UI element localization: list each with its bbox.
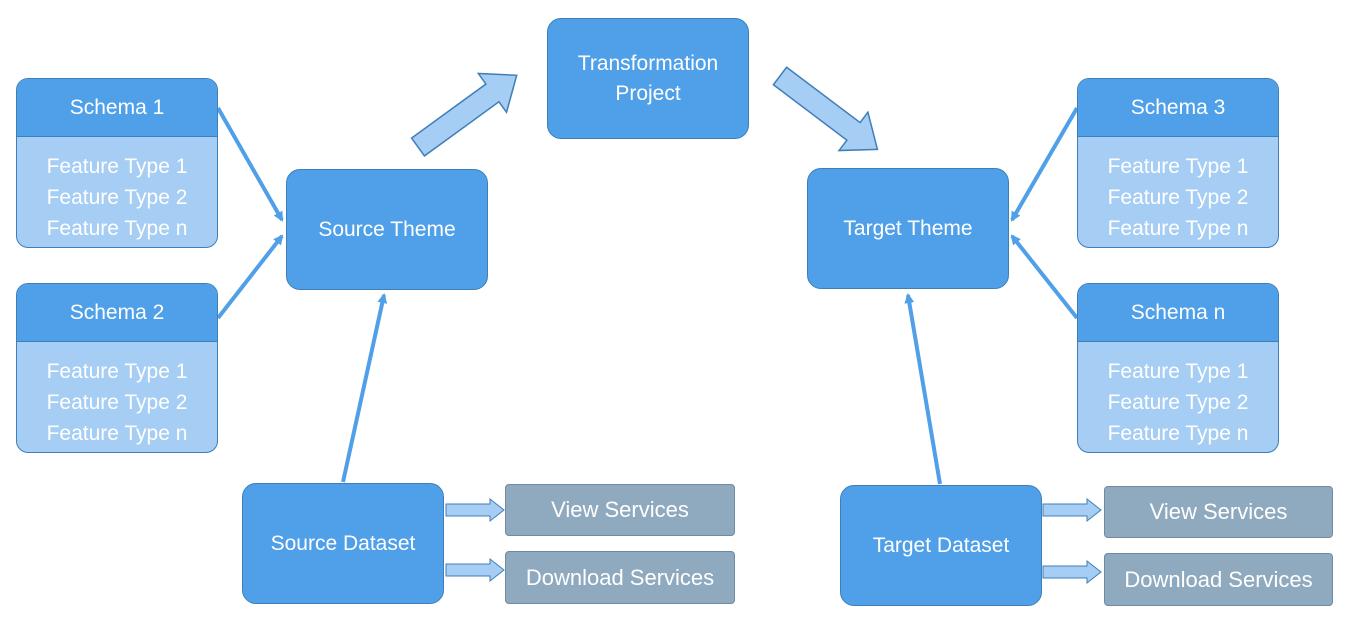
feature-type-item: Feature Type n — [46, 422, 188, 445]
target-theme-node: Target Theme — [807, 168, 1009, 289]
source-view-services: View Services — [505, 484, 735, 536]
target-dataset-node: Target Dataset — [840, 485, 1042, 606]
arrow-source-dataset-to-source-theme — [341, 293, 388, 483]
target-view-services: View Services — [1104, 486, 1333, 538]
block-arrow-source-view — [445, 497, 505, 523]
source-download-services: Download Services — [505, 551, 735, 604]
block-arrow-transformation-to-target — [772, 66, 879, 152]
feature-type-item: Feature Type 2 — [46, 391, 188, 414]
block-arrow-source-to-transformation — [410, 72, 518, 157]
block-arrow-source-download — [445, 557, 505, 583]
schema-box-1: Schema 1 Feature Type 1 Feature Type 2 F… — [16, 78, 218, 248]
source-theme-node: Source Theme — [286, 169, 488, 290]
schema-box-3: Schema 3 Feature Type 1 Feature Type 2 F… — [1077, 78, 1279, 248]
schema-box-n: Schema n Feature Type 1 Feature Type 2 F… — [1077, 283, 1279, 453]
feature-type-item: Feature Type n — [1107, 217, 1249, 240]
feature-type-item: Feature Type n — [1107, 422, 1249, 445]
schema-box-2: Schema 2 Feature Type 1 Feature Type 2 F… — [16, 283, 218, 453]
arrow-target-dataset-to-target-theme — [904, 293, 942, 485]
feature-type-item: Feature Type 2 — [1107, 391, 1249, 414]
transformation-project-node: Transformation Project — [547, 18, 749, 139]
arrow-schema-n-to-target-theme — [1010, 234, 1079, 320]
feature-type-item: Feature Type n — [46, 217, 188, 240]
schema-title: Schema 1 — [17, 79, 217, 137]
source-dataset-node: Source Dataset — [242, 483, 444, 604]
feature-type-item: Feature Type 1 — [46, 155, 188, 178]
feature-type-item: Feature Type 2 — [1107, 186, 1249, 209]
schema-title: Schema n — [1078, 284, 1278, 342]
block-arrow-target-download — [1042, 559, 1102, 585]
feature-type-item: Feature Type 1 — [1107, 360, 1249, 383]
feature-type-item: Feature Type 1 — [1107, 155, 1249, 178]
feature-type-item: Feature Type 1 — [46, 360, 188, 383]
arrow-schema3-to-target-theme — [1010, 106, 1079, 222]
arrow-schema1-to-source-theme — [216, 107, 284, 222]
block-arrow-target-view — [1042, 497, 1102, 523]
schema-title: Schema 3 — [1078, 79, 1278, 137]
feature-type-item: Feature Type 2 — [46, 186, 188, 209]
schema-title: Schema 2 — [17, 284, 217, 342]
arrow-schema2-to-source-theme — [216, 234, 284, 320]
target-download-services: Download Services — [1104, 553, 1333, 606]
